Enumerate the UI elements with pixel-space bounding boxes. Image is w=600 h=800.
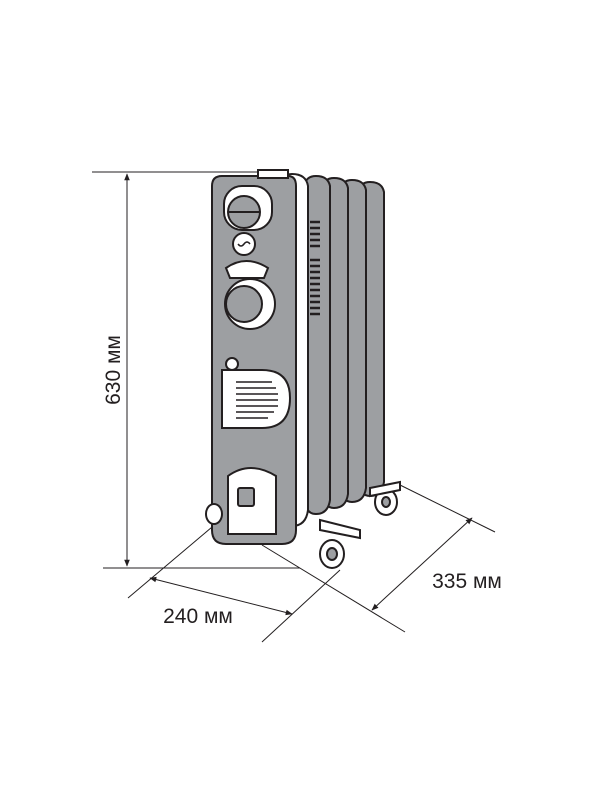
wheels [205, 480, 401, 569]
width-extension-left [127, 521, 219, 599]
depth-dimension [261, 483, 496, 633]
depth-dimension-line [371, 517, 473, 611]
width-label: 240 мм [163, 605, 233, 628]
fan-housing [221, 369, 292, 429]
width-dimension-line [149, 576, 293, 616]
indicator-light [225, 357, 239, 371]
top-handle [257, 169, 289, 179]
power-switch [224, 260, 270, 279]
width-dimension [127, 521, 341, 643]
depth-extension-back [397, 483, 496, 533]
width-extension-right [261, 569, 341, 643]
height-label: 630 мм [102, 335, 125, 405]
cord-clip [237, 487, 255, 507]
depth-extension-front [261, 544, 406, 633]
depth-label: 335 мм [432, 570, 502, 593]
heater-illustration [205, 169, 401, 569]
power-knob [225, 285, 263, 323]
vent-slots [310, 220, 320, 316]
fan-grill [236, 381, 278, 419]
height-dimension [92, 171, 300, 569]
